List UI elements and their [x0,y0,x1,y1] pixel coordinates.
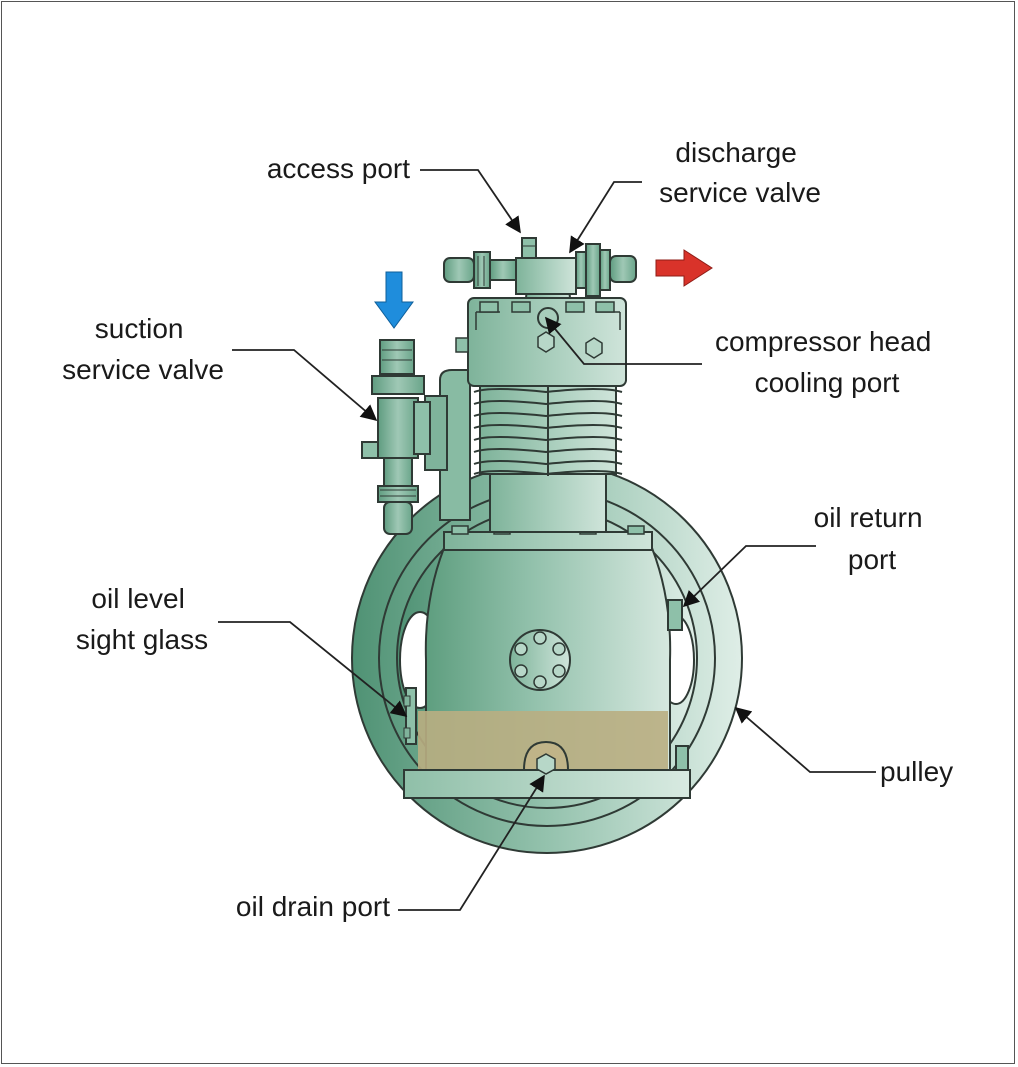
cooling-fins [473,386,623,476]
label-access-port-line: access port [267,153,410,184]
suction-service-valve [361,339,471,535]
label-discharge-line-1: discharge [675,137,796,168]
label-oil-level-sight-glass: oil level sight glass [76,583,208,655]
leader-discharge-service-valve [569,181,642,254]
label-suction-line-2: service valve [62,354,224,385]
leader-access-port [420,169,521,234]
label-sight-glass-line-1: oil level [91,583,184,614]
label-oil-drain-port: oil drain port [236,891,390,922]
label-compressor-head-cooling-port: compressor head cooling port [715,326,939,398]
leader-oil-return-port [682,545,816,608]
label-oil-return-port: oil return port [814,502,931,575]
discharge-service-valve [443,243,637,297]
label-suction-service-valve: suction service valve [62,313,224,385]
label-oil-drain-line: oil drain port [236,891,390,922]
leader-lines [218,169,876,911]
access-port [521,237,537,259]
label-discharge-service-valve: discharge service valve [659,137,821,208]
base-plate [403,740,691,799]
oil-drain-plug [536,753,556,775]
label-sight-glass-line-2: sight glass [76,624,208,655]
leader-suction-service-valve [232,349,378,422]
label-access-port: access port [267,153,410,184]
label-discharge-line-2: service valve [659,177,821,208]
label-cooling-line-2: cooling port [755,367,900,398]
oil-return-port [667,599,689,771]
leader-compressor-head-cooling-port [544,316,702,365]
bearing-cover [509,629,571,691]
leader-oil-level-sight-glass [218,621,408,718]
arrow-right-icon [655,249,713,287]
label-pulley: pulley [880,756,953,787]
leader-pulley [734,706,876,773]
label-suction-line-1: suction [95,313,184,344]
leader-oil-drain-port [398,774,545,911]
arrow-down-icon [374,271,414,329]
label-oil-return-line-1: oil return [814,502,923,533]
label-cooling-line-1: compressor head [715,326,931,357]
label-oil-return-line-2: port [848,544,896,575]
label-pulley-line: pulley [880,756,953,787]
